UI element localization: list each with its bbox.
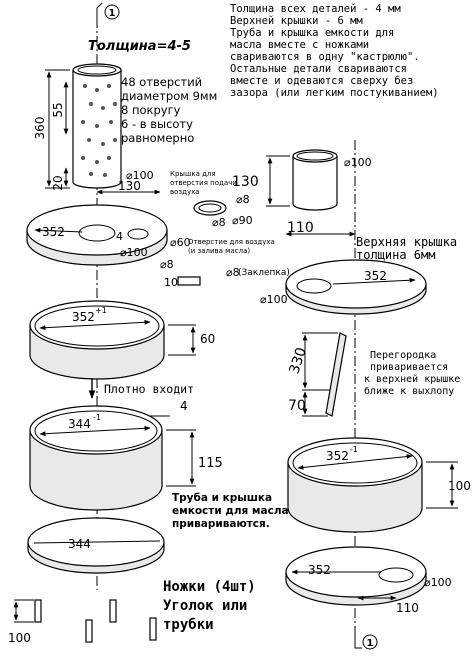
- svg-text:70: 70: [288, 398, 306, 414]
- press-fit-note: Плотно входит: [88, 378, 194, 399]
- top-cover-note: Верхняя крышка толщина 6мм: [356, 235, 464, 262]
- legs: 100: [8, 599, 157, 645]
- perforation-holes: [81, 84, 117, 177]
- dim-8-left: ⌀8: [160, 258, 174, 271]
- rivet-plug: 10 ⌀8 (Заклепка): [164, 266, 290, 289]
- legs-note: Ножки (4шт) Уголок или трубки: [163, 579, 264, 633]
- partition-plate: 330 70: [286, 332, 347, 417]
- svg-text:⌀60: ⌀60: [170, 236, 191, 249]
- holes-note: 48 отверстий диаметром 9мм 8 покругу 6 -…: [121, 75, 221, 145]
- general-notes: Толщина всех деталей - 4 мм Верхней крыш…: [230, 3, 439, 99]
- svg-text:4: 4: [116, 230, 123, 243]
- svg-text:⌀100: ⌀100: [120, 246, 148, 259]
- air-hole-note: Отверстие для воздуха (и залива масла): [188, 238, 277, 255]
- svg-text:+1: +1: [95, 306, 107, 315]
- svg-text:344: 344: [68, 417, 91, 431]
- svg-text:60: 60: [200, 332, 215, 346]
- svg-text:⌀8: ⌀8: [226, 266, 240, 279]
- svg-text:⌀100: ⌀100: [344, 156, 372, 169]
- svg-text:352: 352: [364, 269, 387, 283]
- tank-lid-disk: 352 4 ⌀100 ⌀60 130: [26, 179, 191, 266]
- svg-text:1: 1: [367, 638, 374, 649]
- svg-text:20: 20: [51, 175, 65, 190]
- svg-text:100: 100: [8, 631, 31, 645]
- svg-text:⌀100: ⌀100: [260, 293, 288, 306]
- svg-text:55: 55: [51, 102, 65, 117]
- svg-text:360: 360: [33, 117, 47, 140]
- svg-text:⌀100: ⌀100: [424, 576, 452, 589]
- svg-text:1: 1: [109, 8, 116, 19]
- svg-text:Плотно входит: Плотно входит: [104, 382, 194, 396]
- svg-text:⌀8: ⌀8: [212, 216, 226, 229]
- section-marker-bottom: 1: [354, 632, 378, 650]
- svg-text:-1: -1: [350, 445, 358, 454]
- air-cap-note: Крышка для отверстия подачи воздуха: [170, 170, 239, 196]
- svg-text:352: 352: [326, 449, 349, 463]
- svg-text:352: 352: [308, 563, 331, 577]
- baffle-disk: 352 ⌀100 110: [285, 546, 452, 615]
- upper-ring: 352 -1 100: [287, 437, 471, 533]
- svg-text:330: 330: [286, 346, 309, 376]
- svg-text:⌀8: ⌀8: [236, 193, 250, 206]
- thickness-label: Толщина=4-5: [88, 39, 191, 54]
- small-pipe: ⌀100 130: [232, 149, 372, 211]
- svg-text:-1: -1: [93, 413, 101, 422]
- svg-text:110: 110: [396, 601, 419, 615]
- weld-note: Труба и крышка емкости для масла привари…: [172, 492, 292, 530]
- outer-ring: 352 +1 60: [29, 300, 215, 380]
- svg-text:130: 130: [118, 179, 141, 193]
- inner-ring: 344 -1 4 115: [29, 399, 223, 511]
- top-cover: 110 Верхняя крышка толщина 6мм 352 ⌀100: [260, 220, 464, 315]
- svg-text:10: 10: [164, 276, 178, 289]
- partition-note: Перегородка приваривается к верхней крыш…: [364, 350, 466, 397]
- svg-text:352: 352: [72, 310, 95, 324]
- svg-text:100: 100: [448, 479, 471, 493]
- pipe-dimensions: 360 55 20 ⌀100: [33, 69, 154, 191]
- svg-text:4: 4: [180, 399, 188, 413]
- svg-text:(Заклепка): (Заклепка): [238, 268, 290, 278]
- tank-bottom-disk: 344: [27, 517, 165, 574]
- svg-text:⌀100: ⌀100: [126, 169, 154, 182]
- perforated-pipe: [72, 63, 122, 189]
- svg-text:110: 110: [287, 220, 314, 236]
- svg-text:130: 130: [232, 174, 259, 190]
- svg-text:352: 352: [42, 225, 65, 239]
- section-marker-top: 1: [96, 2, 120, 26]
- svg-text:115: 115: [198, 456, 223, 471]
- svg-text:⌀90: ⌀90: [232, 214, 253, 227]
- svg-text:344: 344: [68, 537, 91, 551]
- air-cap-ring: ⌀8 ⌀90 ⌀8: [193, 193, 253, 229]
